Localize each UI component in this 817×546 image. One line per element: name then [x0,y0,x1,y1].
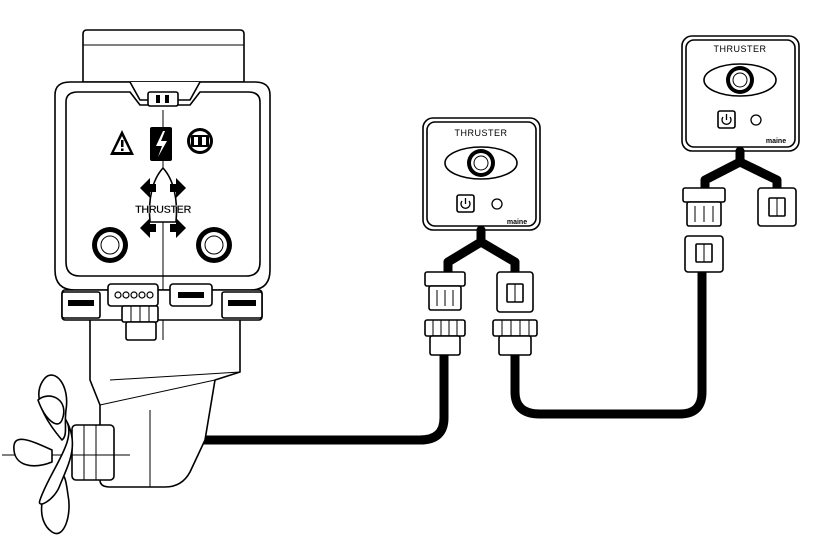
panel-1-power-button[interactable] [456,194,475,213]
panel-1-indicator-led [491,198,503,210]
panel-2-connector-left [682,187,726,273]
panel-2-indicator-led [750,114,762,126]
panel-1-brand: maine [507,219,527,226]
propeller-hub [71,424,115,481]
thruster-knob-left [92,227,128,263]
cable-panel-1-to-panel-2 [510,267,707,419]
power-icon [721,114,732,125]
thruster-top-block [82,29,245,83]
panel-2-label: THRUSTER [714,44,767,54]
thruster-connector-bar [61,283,263,321]
electric-shock-icon [150,127,172,161]
panel-2-power-button[interactable] [717,110,736,129]
panel-1-connector-left [424,271,466,356]
control-panel-1: THRUSTER maine [422,117,541,277]
panel-1-connector-right [492,271,538,356]
thruster-knob-right [196,227,232,263]
thruster-output-plug [121,305,159,341]
thruster-emblem: THRUSTER [135,167,192,238]
panel-1-label: THRUSTER [455,128,508,138]
power-icon [460,198,471,209]
propeller [13,374,74,535]
thruster-unit: THRUSTER [2,29,271,535]
panel-2-connector-right [757,187,797,227]
control-panel-2: THRUSTER maine [681,35,800,193]
warning-triangle-icon [110,130,134,155]
panel-2-brand: maine [766,138,786,145]
battery-icon [187,128,213,154]
thruster-body-label: THRUSTER [135,204,191,216]
